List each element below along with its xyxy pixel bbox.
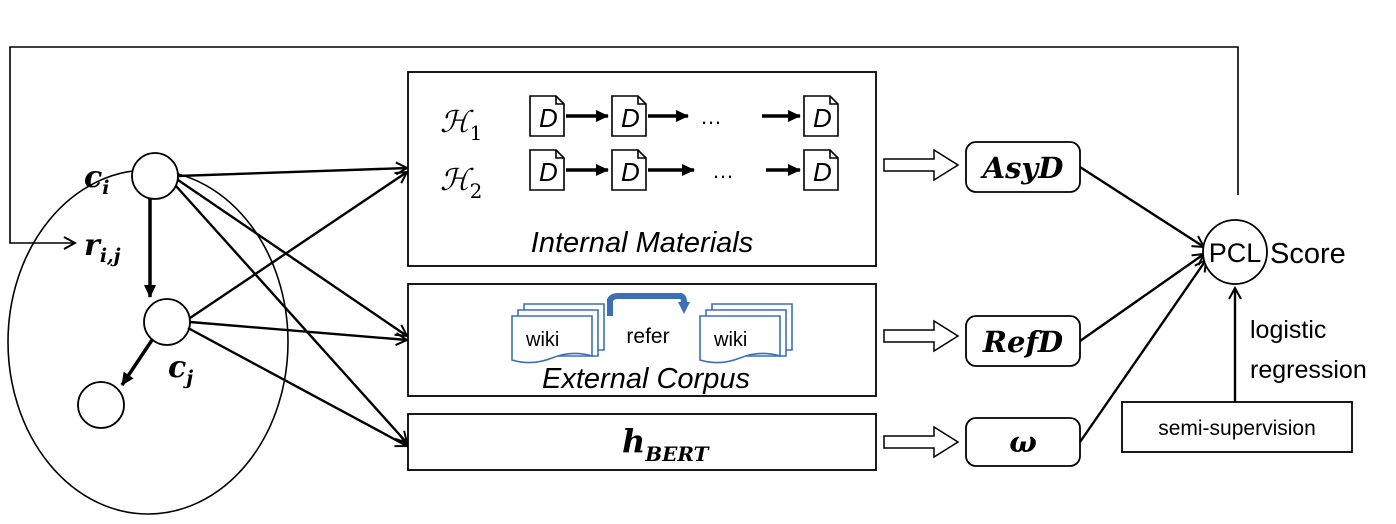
- arrow-ci-internal: [177, 168, 407, 178]
- node-ci: [131, 152, 179, 200]
- asyd-label: AsyD: [980, 151, 1064, 185]
- node-cj: [143, 298, 191, 346]
- hollow-arrow-external: [883, 319, 960, 353]
- doc-icon: D: [803, 95, 839, 137]
- arrow-refd-pcl: [1079, 254, 1204, 342]
- wiki-stack-left: wiki: [511, 303, 605, 364]
- semi-supervision-label: semi-supervision: [1158, 417, 1316, 440]
- pcl-node: [1202, 219, 1268, 285]
- concept-graph-ellipse: [7, 169, 289, 515]
- doc-icon: D: [529, 95, 565, 137]
- feedback-loop-line: [9, 46, 1239, 243]
- label-rij: ri,j: [84, 228, 121, 267]
- bert-box: [407, 413, 877, 471]
- external-corpus-box: [407, 283, 877, 397]
- logistic-label: logistic: [1250, 316, 1326, 344]
- label-cj: cj: [168, 350, 193, 389]
- h1-label: ℋ1: [440, 105, 482, 145]
- external-corpus-caption: External Corpus: [542, 363, 750, 395]
- semi-supervision-box: [1121, 401, 1353, 453]
- arrow-cj-external: [189, 320, 407, 340]
- pcl-label: PCL: [1209, 238, 1262, 268]
- refer-label: refer: [626, 325, 669, 348]
- svg-text:D: D: [621, 157, 640, 187]
- doc-icon: D: [611, 95, 647, 137]
- arrow-ci-bert: [175, 185, 407, 443]
- svg-text:D: D: [539, 157, 558, 187]
- svg-text:wiki: wiki: [713, 329, 747, 351]
- arrow-ci-external: [177, 179, 407, 336]
- arrow-cj-bert: [187, 326, 407, 446]
- label-ci: ci: [84, 160, 110, 199]
- doc-icon: D: [611, 149, 647, 191]
- h-bert-label: hBERT: [622, 422, 711, 466]
- hollow-arrow-internal: [883, 148, 960, 182]
- wiki-stack-right: wiki: [699, 303, 793, 364]
- svg-text:wiki: wiki: [525, 329, 559, 351]
- node-child: [77, 381, 125, 429]
- doc-icon: D: [803, 149, 839, 191]
- refer-arrow: [607, 293, 690, 316]
- doc-icon: D: [529, 149, 565, 191]
- edge-cj-child: [120, 339, 154, 386]
- svg-text:D: D: [813, 103, 832, 133]
- arrow-cj-internal: [189, 172, 407, 319]
- regression-label: regression: [1250, 356, 1367, 384]
- arrow-asyd-pcl: [1079, 165, 1204, 247]
- hollow-arrow-bert: [883, 425, 960, 459]
- svg-text:D: D: [539, 103, 558, 133]
- arrow-omega-pcl: [1079, 260, 1206, 443]
- ellipsis: …: [700, 104, 722, 129]
- svg-text:D: D: [621, 103, 640, 133]
- internal-materials-caption: Internal Materials: [531, 227, 753, 259]
- score-label: Score: [1270, 238, 1346, 270]
- omega-label: ω: [1009, 425, 1037, 459]
- svg-text:D: D: [813, 157, 832, 187]
- refd-label: RefD: [982, 325, 1063, 359]
- ellipsis: …: [712, 158, 734, 183]
- h2-label: ℋ2: [440, 163, 482, 203]
